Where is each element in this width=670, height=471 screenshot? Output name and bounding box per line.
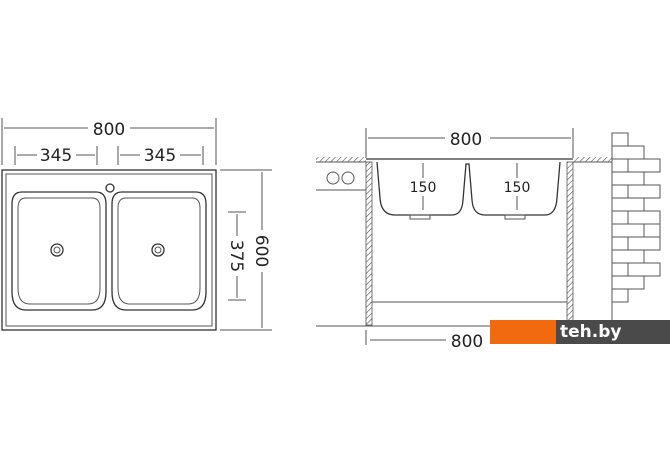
dim-side-overall-width: 800: [450, 130, 482, 150]
dim-left-bowl-width: 345: [40, 146, 72, 166]
watermark-text: teh.by: [556, 320, 670, 344]
dim-cabinet-width: 800: [451, 332, 483, 352]
dim-left-bowl-depth: 150: [410, 180, 437, 196]
brick-wall: [611, 132, 661, 322]
top-view: 800 345 345 600 375: [1, 118, 272, 331]
drain-left-icon: [50, 243, 64, 257]
drain-right-icon: [151, 243, 165, 257]
tap-hole: [105, 183, 115, 193]
dim-overall-depth: 600: [251, 235, 271, 267]
teh-by-watermark: teh.by: [490, 320, 670, 344]
dim-right-bowl-width: 345: [144, 146, 176, 166]
side-view: 800 150 150 800: [316, 128, 661, 352]
dim-overall-width: 800: [93, 120, 125, 140]
watermark-orange-block: [490, 320, 556, 344]
dim-bowl-depth: 375: [226, 240, 246, 272]
dim-right-bowl-depth: 150: [504, 180, 531, 196]
